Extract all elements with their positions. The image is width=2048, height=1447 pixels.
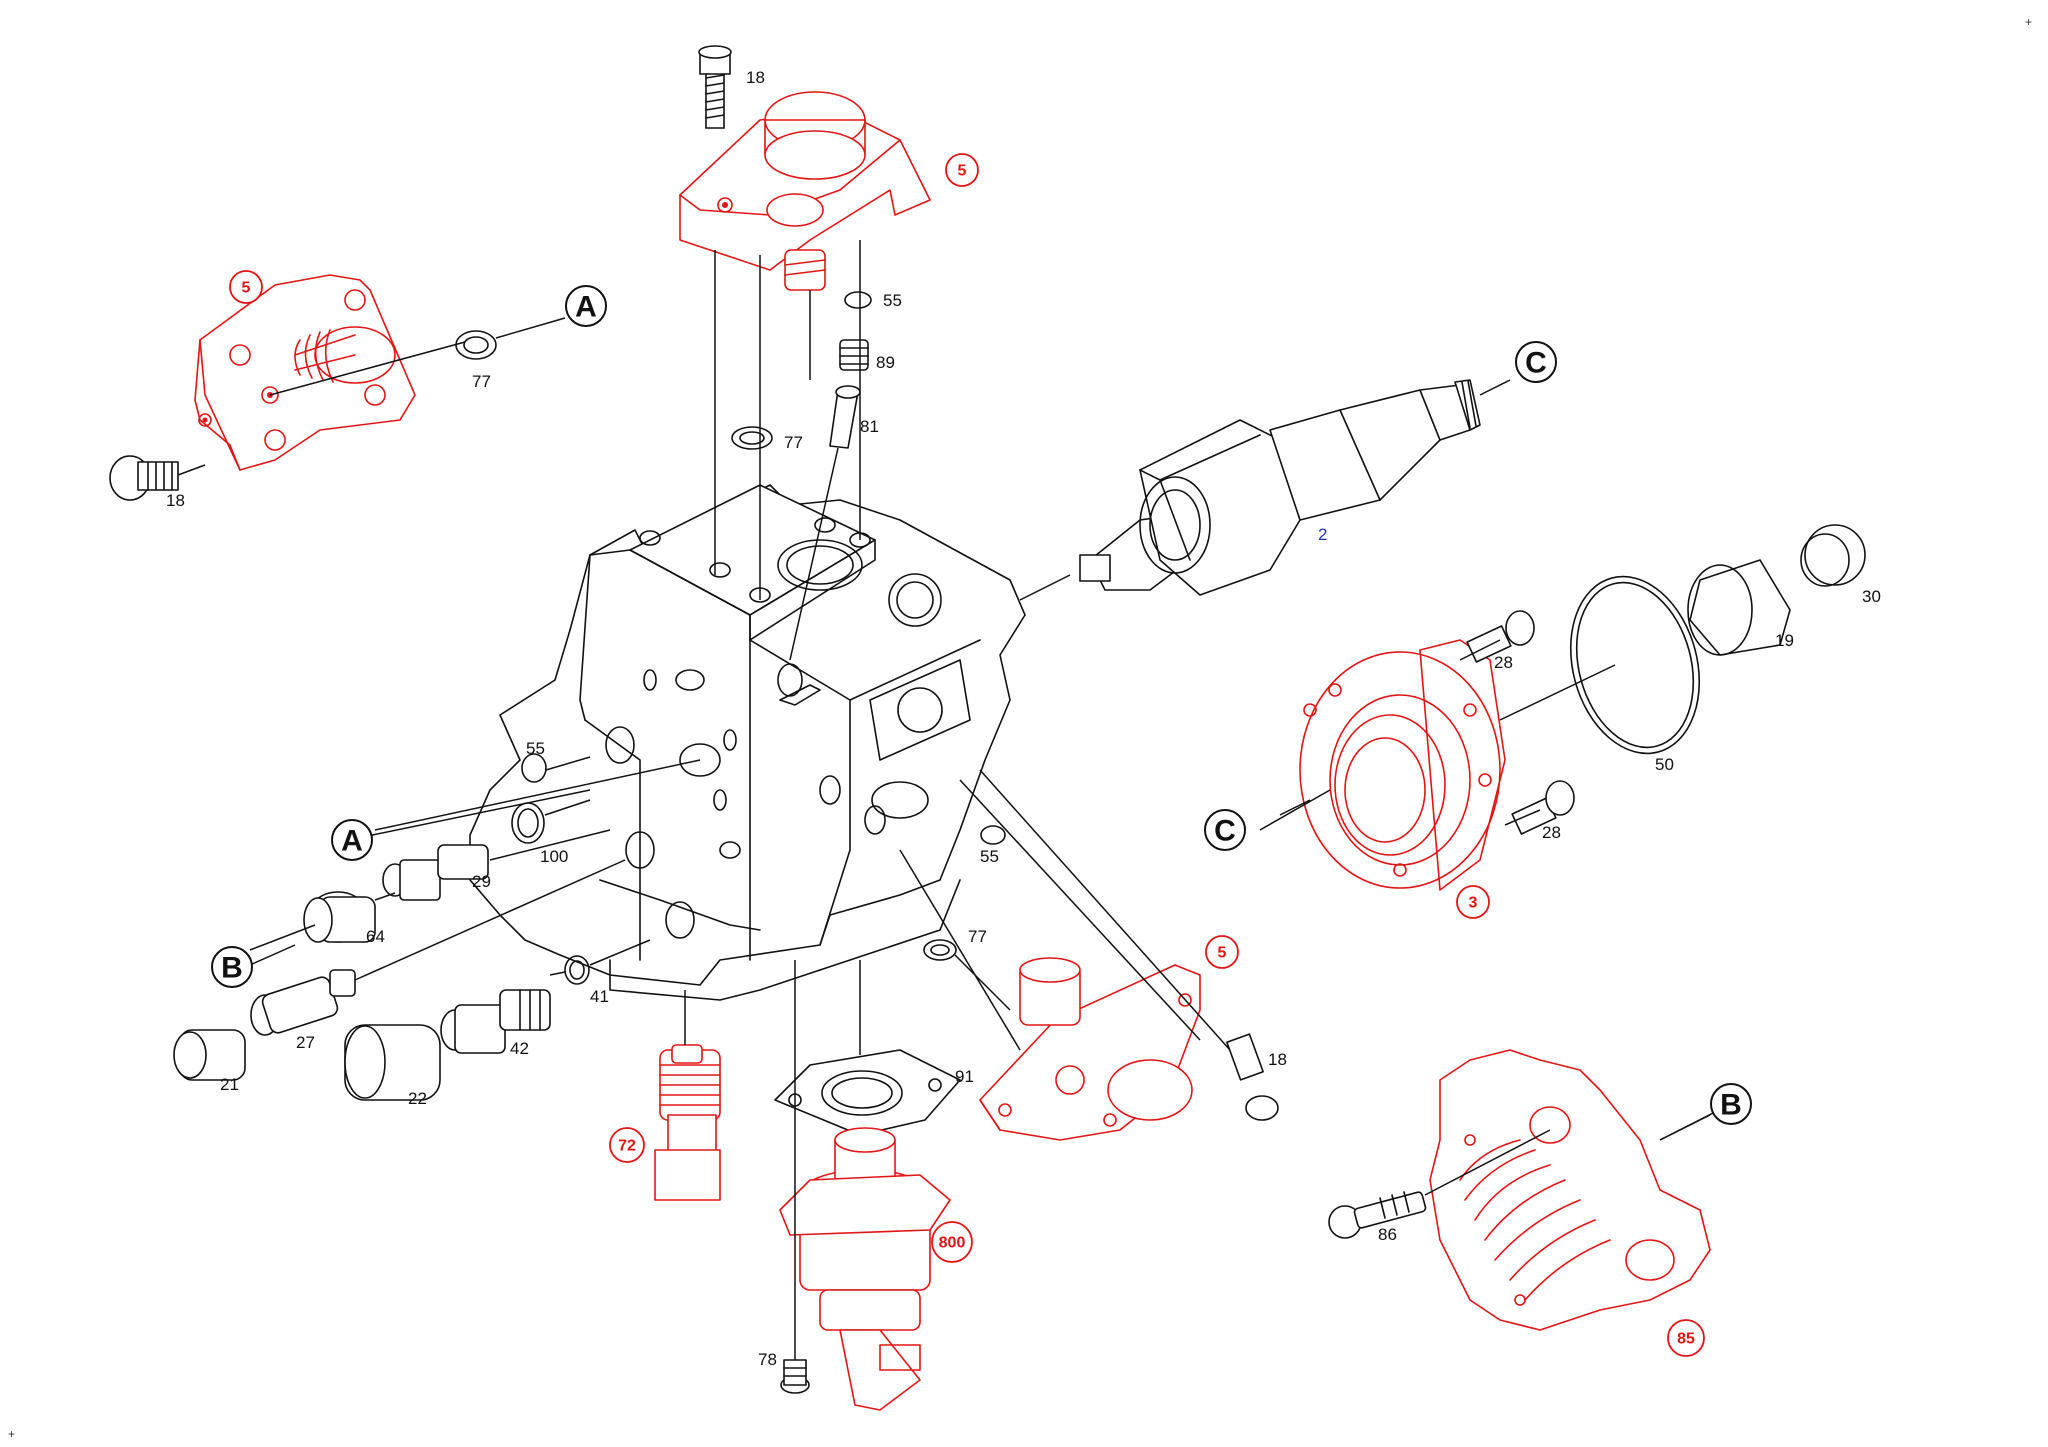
cap-22 [344,1024,441,1101]
ring-30 [1800,524,1866,587]
label-50: 50 [1655,755,1674,774]
seal-55-top [844,291,872,309]
connector-B-left: B [211,946,253,988]
corner-mark-bottom-left: + [8,1427,15,1441]
screw-78 [780,1359,810,1394]
label-21: 21 [220,1075,239,1094]
seal-77-right [923,939,957,961]
connector-B-right-label: B [1720,1089,1742,1122]
label-41: 41 [590,987,609,1006]
callout-85: 85 [1667,1319,1705,1357]
label-55-left: 55 [526,739,545,758]
label-42: 42 [510,1039,529,1058]
seal-41 [564,955,590,985]
label-100: 100 [540,847,568,866]
callout-5-top-label: 5 [958,163,967,180]
seal-77-top [731,426,773,450]
screw-28-bottom [1511,780,1575,835]
callout-85-label: 85 [1677,1331,1695,1348]
label-86: 86 [1378,1225,1397,1244]
o-ring-50 [1569,575,1701,755]
connector-B-right: B [1710,1083,1752,1125]
metering-unit-800 [779,1127,951,1411]
label-77-top: 77 [784,433,803,452]
connector-A-top-label: A [575,291,597,324]
label-81: 81 [860,417,879,436]
sleeve-89 [839,339,869,371]
label-89: 89 [876,353,895,372]
flange [1299,639,1506,891]
connector-A-top: A [565,285,607,327]
seal-77-left [455,330,497,360]
callout-5-left-label: 5 [242,280,251,297]
screw-18-right [1226,1033,1279,1121]
callout-5-right-label: 5 [1218,945,1227,962]
cap-21 [173,1029,246,1081]
label-78: 78 [758,1350,777,1369]
label-2: 2 [1318,525,1327,544]
label-91: 91 [955,1067,974,1086]
label-28-bottom: 28 [1542,823,1561,842]
callout-72: 72 [609,1127,645,1163]
label-22: 22 [408,1089,427,1108]
seal-55-right [980,825,1006,845]
callout-800-label: 800 [939,1235,966,1252]
top-pressure-valve [679,45,931,291]
label-77-left: 77 [472,372,491,391]
label-18-right: 18 [1268,1050,1287,1069]
screw-18-left [109,455,179,501]
valve-72 [654,1044,721,1201]
pin-81 [829,385,861,449]
pump-housing [469,484,1026,1001]
corner-mark-top-right: + [2025,15,2032,29]
left-pressure-valve [194,274,416,471]
fitting-29 [382,844,489,901]
label-30: 30 [1862,587,1881,606]
label-18-left: 18 [166,491,185,510]
callout-5-top: 5 [945,153,979,187]
callout-3: 3 [1456,885,1490,919]
label-55-right: 55 [980,847,999,866]
label-29: 29 [472,872,491,891]
seal-91 [774,1049,961,1136]
drive-shaft [1079,379,1481,596]
connector-C-top: C [1515,341,1557,383]
label-55-top: 55 [883,291,902,310]
cover-85 [1429,1049,1711,1331]
label-18-top: 18 [746,68,765,87]
cap-64 [303,891,376,943]
screw-86 [1328,1191,1427,1239]
connector-A-left: A [331,819,373,861]
callout-5-right: 5 [1205,935,1239,969]
label-64: 64 [366,927,385,946]
label-19: 19 [1775,631,1794,650]
callout-3-label: 3 [1469,895,1478,912]
connector-B-left-label: B [221,952,243,985]
right-pressure-valve [979,957,1201,1141]
label-28-top: 28 [1494,653,1513,672]
callout-800: 800 [931,1221,973,1263]
callout-5-left: 5 [229,270,263,304]
connector-C-left: C [1204,809,1246,851]
label-77-right: 77 [968,927,987,946]
sleeve-19 [1687,559,1791,656]
valve-42 [440,989,551,1054]
connector-A-left-label: A [341,825,363,858]
fitting-27 [250,969,356,1036]
label-27: 27 [296,1033,315,1052]
seal-55-left [521,753,547,783]
connector-C-left-label: C [1214,815,1236,848]
callout-72-label: 72 [618,1138,636,1155]
connector-C-top-label: C [1525,347,1547,380]
screw-28-top [1466,610,1535,663]
